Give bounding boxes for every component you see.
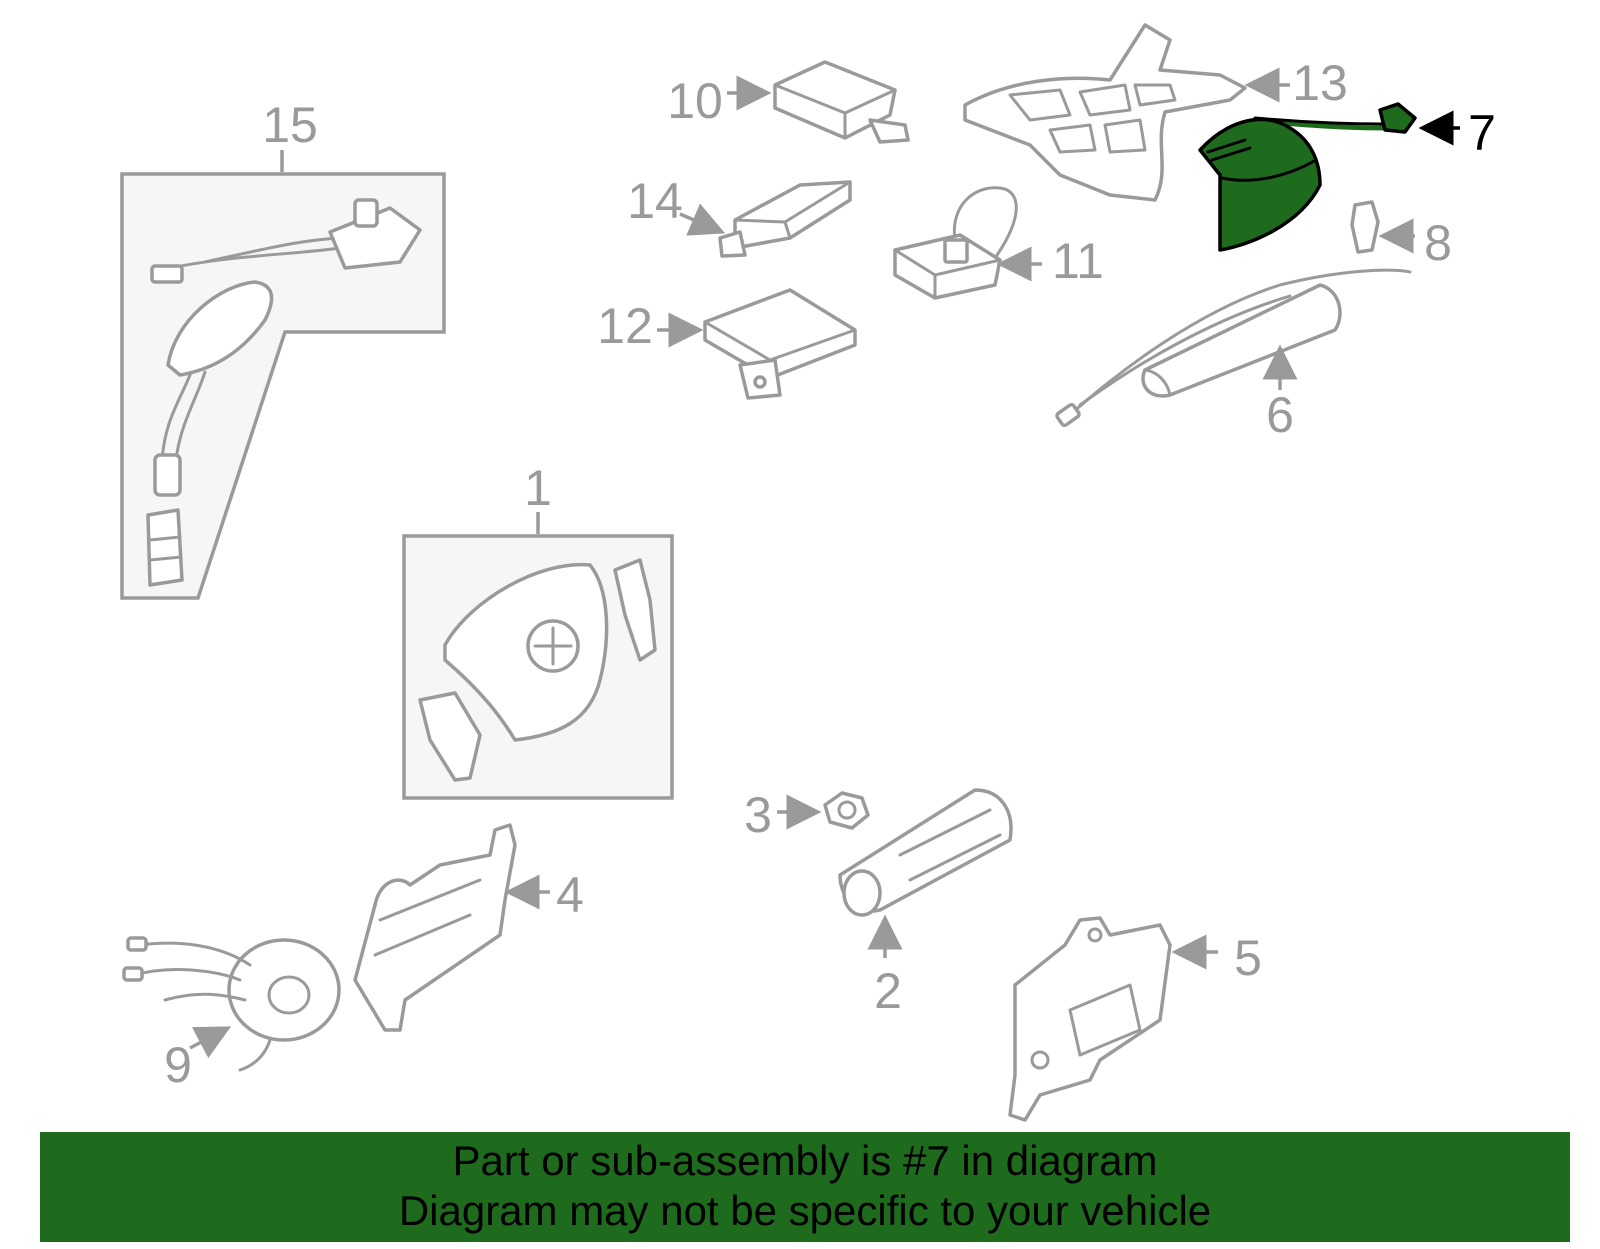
part-11-connector[interactable]: [893, 186, 1018, 300]
leader-9: [189, 1026, 232, 1059]
part-6-curtain-airbag[interactable]: [1055, 268, 1412, 428]
callout-5: 5: [1234, 930, 1262, 986]
callout-14: 14: [627, 173, 683, 229]
part-3-nut[interactable]: [823, 791, 870, 830]
part-5-side-airbag[interactable]: [1008, 916, 1172, 1122]
callout-15: 15: [262, 97, 318, 153]
part-13-bracket[interactable]: [963, 23, 1247, 202]
callout-13: 13: [1292, 55, 1348, 111]
callout-9: 9: [164, 1037, 192, 1093]
part-15-wiring-harness[interactable]: [120, 172, 446, 600]
callout-7: 7: [1468, 105, 1496, 161]
callout-8: 8: [1424, 215, 1452, 271]
part-8-clip[interactable]: [1350, 200, 1380, 254]
callout-10: 10: [667, 73, 723, 129]
part-4-passenger-airbag[interactable]: [353, 823, 517, 1032]
callout-12: 12: [597, 298, 653, 354]
part-7-highlighted[interactable]: [1198, 102, 1417, 252]
callout-6: 6: [1266, 387, 1294, 443]
leader-14: [679, 203, 726, 236]
callout-11: 11: [1052, 233, 1104, 289]
part-10-sensor-module[interactable]: [773, 60, 910, 144]
info-banner: Part or sub-assembly is #7 in diagram Di…: [40, 1132, 1570, 1242]
part-14-sensor[interactable]: [718, 180, 852, 258]
callout-3: 3: [744, 787, 772, 843]
banner-line-2: Diagram may not be specific to your vehi…: [398, 1187, 1212, 1234]
part-2-inflator[interactable]: [838, 788, 1013, 917]
banner-line-1: Part or sub-assembly is #7 in diagram: [452, 1137, 1158, 1184]
part-9-clock-spring[interactable]: [122, 936, 341, 1072]
callout-1: 1: [524, 460, 552, 516]
part-1-driver-airbag[interactable]: [402, 534, 674, 800]
callout-2: 2: [874, 963, 902, 1019]
part-12-control-unit[interactable]: [703, 288, 857, 400]
callout-4: 4: [556, 867, 584, 923]
